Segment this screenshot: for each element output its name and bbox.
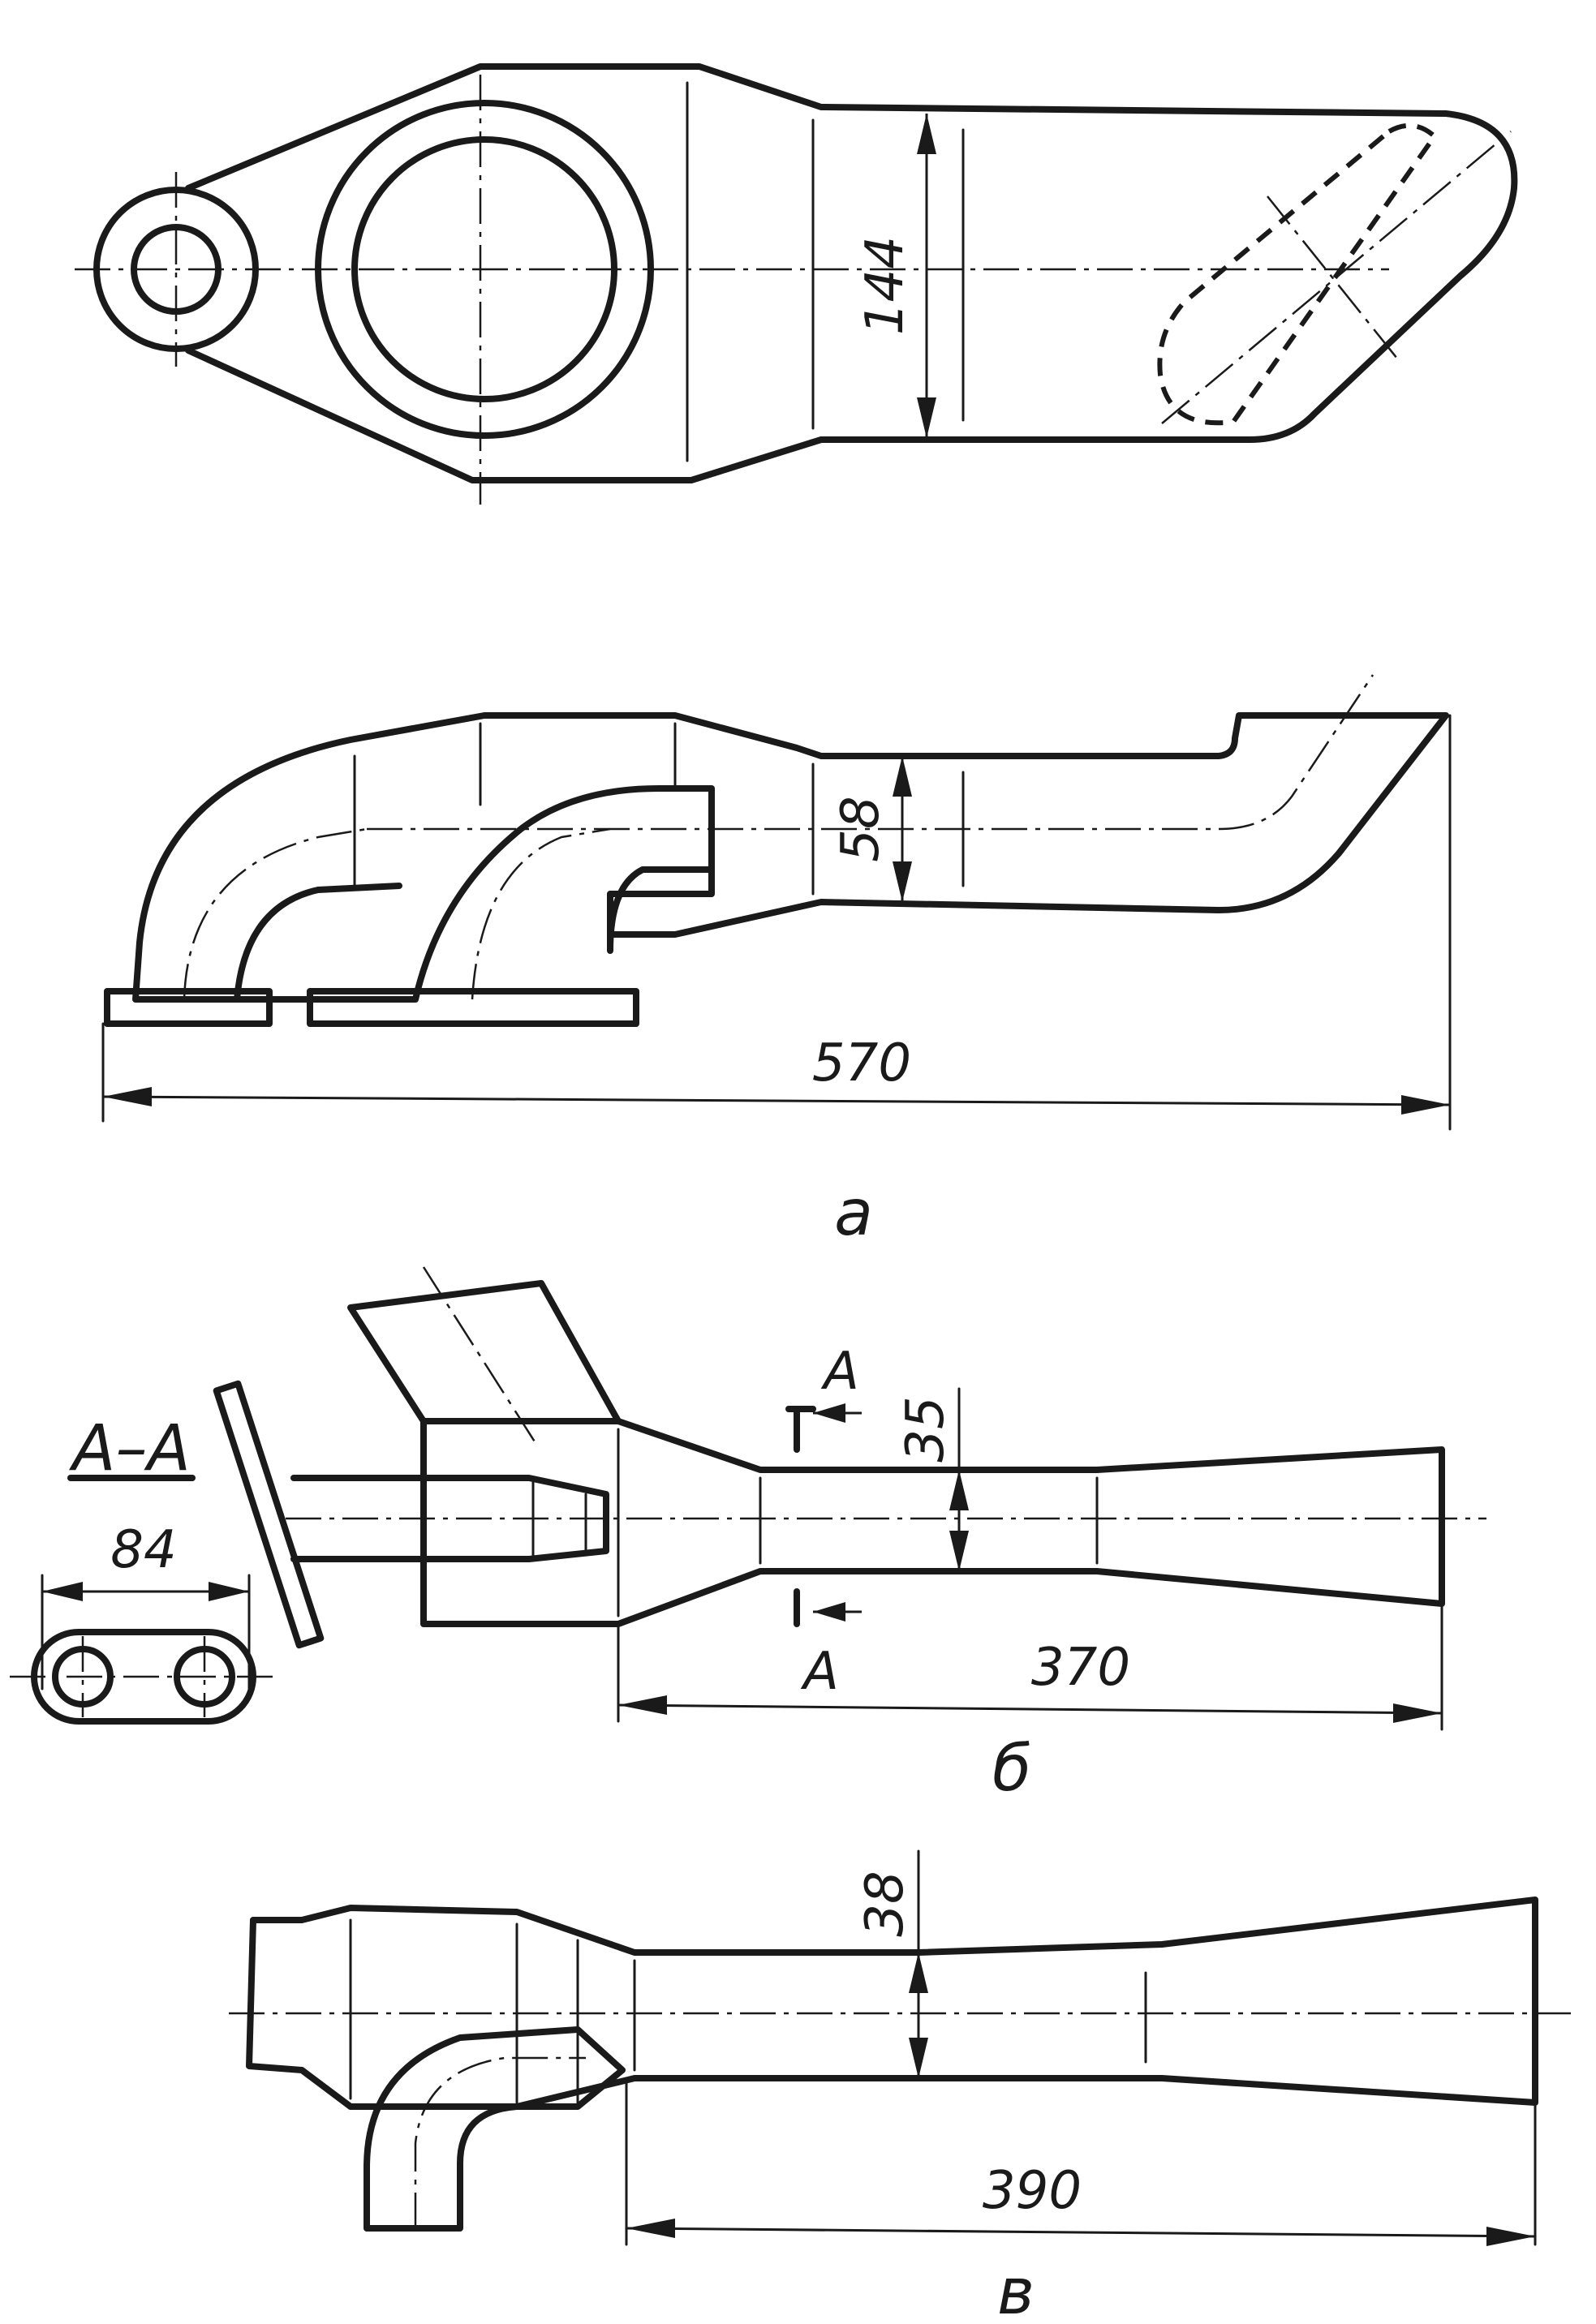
front-axis-bend bbox=[183, 827, 368, 1000]
b-cut-label-top: А bbox=[820, 1342, 859, 1402]
b-inner-tube bbox=[290, 1475, 609, 1562]
view-a-front: 58 570 bbox=[101, 674, 1452, 1131]
dim-35-label: 35 bbox=[896, 1396, 956, 1462]
hidden-slot-outline bbox=[1157, 122, 1438, 426]
front-port-right bbox=[607, 866, 715, 954]
view-c-label: в bbox=[997, 2256, 1035, 2324]
dim-38-arrow-bottom bbox=[909, 2038, 928, 2078]
dim-390-label: 390 bbox=[983, 2161, 1082, 2221]
c-elbow-axis bbox=[414, 2056, 586, 2228]
dim-84-label: 84 bbox=[110, 1520, 176, 1580]
dim-390-line bbox=[626, 2227, 1536, 2238]
dim-35-arrow-bottom bbox=[949, 1531, 969, 1571]
view-a-top-plan: 144 bbox=[75, 63, 1518, 505]
dim-370-arrow-right bbox=[1393, 1703, 1442, 1723]
dim-144-arrow-top bbox=[917, 114, 936, 154]
dim-144-label: 144 bbox=[855, 236, 915, 335]
b-cut-label-bottom: А bbox=[800, 1642, 839, 1702]
section-a-a: А–А 84 bbox=[10, 1412, 277, 1725]
dim-38-arrow-top bbox=[909, 1952, 928, 1993]
slot-axis-b bbox=[1161, 131, 1512, 424]
dim-370-label: 370 bbox=[1031, 1638, 1130, 1698]
dim-370-line bbox=[617, 1703, 1443, 1715]
b-cut-arrowhead-bottom bbox=[813, 1602, 845, 1622]
view-b: А А 35 370 bbox=[213, 1266, 1486, 1731]
flange-left bbox=[104, 988, 273, 1027]
dim-58-arrow-top bbox=[893, 756, 912, 797]
front-axis-port bbox=[471, 827, 611, 1000]
dim-144-arrow-bottom bbox=[917, 397, 936, 438]
dim-35-arrow-top bbox=[949, 1470, 969, 1510]
dim-570-arrow-right bbox=[1401, 1095, 1450, 1115]
dim-84-arrow-right bbox=[209, 1582, 249, 1601]
slot-axis-a bbox=[1267, 195, 1398, 359]
dim-58-label: 58 bbox=[831, 796, 891, 861]
dim-570-label: 570 bbox=[812, 1033, 911, 1093]
c-elbow bbox=[364, 2026, 626, 2232]
b-cut-arrowhead-top bbox=[813, 1403, 845, 1423]
dim-570-line bbox=[102, 1095, 1451, 1106]
b-upper-pipe bbox=[347, 1280, 622, 1424]
plan-outline bbox=[185, 63, 1518, 483]
dim-370-arrow-left bbox=[618, 1695, 667, 1715]
b-upper-axis bbox=[422, 1266, 539, 1446]
view-b-label: б bbox=[992, 1733, 1031, 1806]
dim-84-arrow-left bbox=[42, 1582, 83, 1601]
dim-390-arrow-right bbox=[1486, 2227, 1535, 2246]
section-title: А–А bbox=[68, 1412, 191, 1485]
b-side-plate bbox=[213, 1380, 325, 1649]
view-a-label: а bbox=[834, 1177, 873, 1250]
dim-570-arrow-left bbox=[103, 1087, 152, 1106]
dim-38-label: 38 bbox=[855, 1871, 915, 1936]
dim-58-arrow-bottom bbox=[893, 861, 912, 902]
dim-390-arrow-left bbox=[626, 2219, 675, 2238]
front-axis bbox=[367, 674, 1374, 831]
view-c: 38 390 bbox=[229, 1849, 1576, 2246]
front-inner-bend bbox=[234, 883, 402, 1003]
front-outline bbox=[132, 712, 1449, 1003]
